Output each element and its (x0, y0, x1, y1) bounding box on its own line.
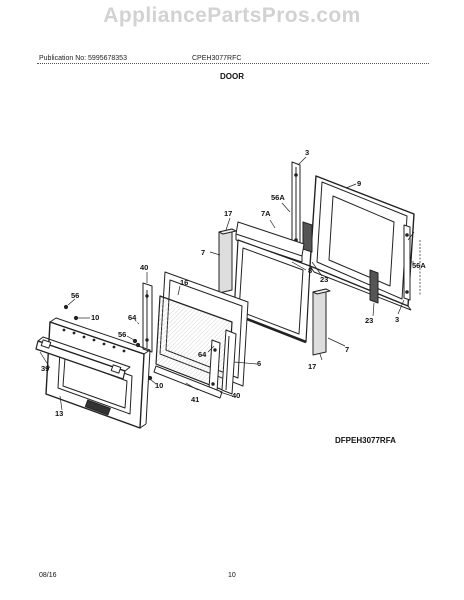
diagram-reference-code: DFPEH3077RFA (335, 436, 396, 445)
label-9: 9 (357, 179, 361, 188)
part-labels: 3 9 56A 17 7A 7 8 23 56A 40 16 56 10 64 … (41, 148, 426, 418)
label-10-top: 10 (91, 313, 99, 322)
footer-date: 08/16 (39, 572, 57, 579)
label-17-bottom: 17 (308, 362, 316, 371)
side-channel-right (221, 329, 237, 395)
hinge-top (302, 221, 313, 253)
label-13: 13 (55, 409, 63, 418)
hinge-channel-right (403, 224, 411, 301)
label-56a-right: 56A (412, 261, 426, 270)
insulation-strip-left (218, 228, 237, 294)
label-3-top: 3 (305, 148, 309, 157)
header-divider (37, 63, 429, 64)
label-64-left: 64 (128, 313, 137, 322)
publication-number: Publication No: 5995678353 (39, 55, 127, 62)
label-6: 6 (257, 359, 261, 368)
label-39: 39 (41, 364, 49, 373)
bottom-trim (153, 365, 223, 399)
side-bracket-top (142, 282, 153, 353)
label-7-left: 7 (201, 248, 205, 257)
leader-lines (39, 156, 421, 411)
insulation-strip-right (312, 288, 331, 356)
page-number: 10 (228, 572, 236, 579)
label-23-top: 23 (320, 275, 328, 284)
outer-door-panel (45, 317, 151, 429)
label-8: 8 (308, 266, 312, 275)
screws (63, 304, 153, 381)
label-40-top: 40 (140, 263, 148, 272)
label-40-bottom: 40 (232, 391, 240, 400)
label-10-bottom: 10 (155, 381, 163, 390)
model-number: CPEH3077RFC (192, 55, 242, 62)
label-16: 16 (180, 278, 188, 287)
label-7-right: 7 (345, 345, 349, 354)
label-56-mid: 56 (118, 330, 126, 339)
section-title: DOOR (220, 72, 244, 81)
label-56-top: 56 (71, 291, 79, 300)
label-56a-top: 56A (271, 193, 285, 202)
hinge-channel-top (291, 161, 301, 253)
hinge-bottom (369, 269, 379, 304)
label-7a: 7A (261, 209, 271, 218)
label-64-mid: 64 (198, 350, 207, 359)
label-41: 41 (191, 395, 199, 404)
label-17-top: 17 (224, 209, 232, 218)
watermark: AppliancePartsPros.com (103, 4, 361, 27)
label-23-bottom: 23 (365, 316, 373, 325)
label-3-bottom: 3 (395, 315, 399, 324)
door-handle (35, 336, 131, 380)
